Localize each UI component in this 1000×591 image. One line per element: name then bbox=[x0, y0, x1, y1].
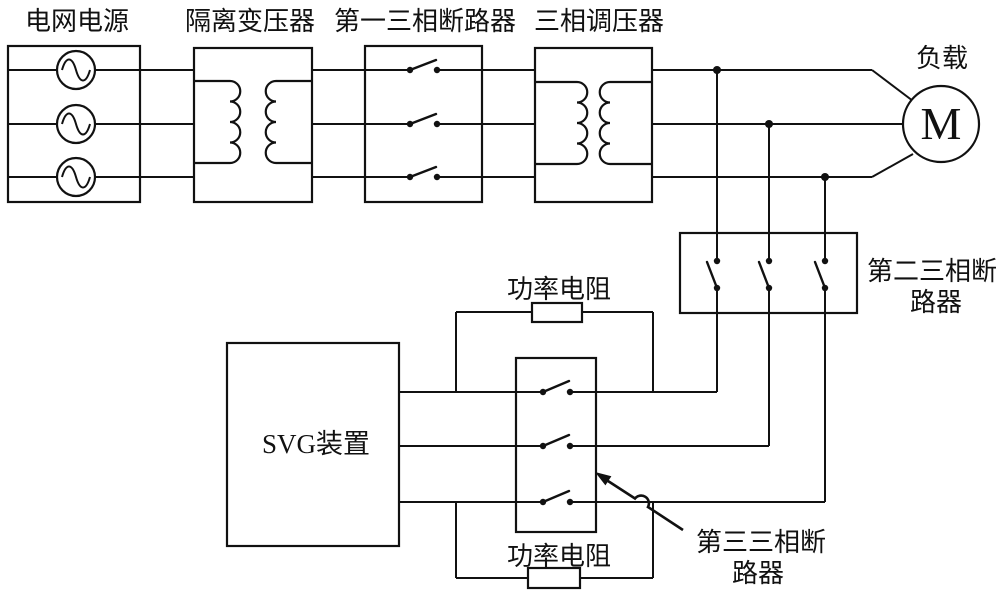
junction-nodes bbox=[713, 66, 829, 181]
label-second-breaker-line1: 第二三相断 bbox=[867, 257, 997, 286]
switch-contact-dot bbox=[713, 284, 721, 292]
switch-contact-dot bbox=[566, 388, 574, 396]
label-svg-device: SVG装置 bbox=[262, 429, 370, 459]
switch-blade-icon bbox=[408, 165, 438, 179]
label-isolation-transformer: 隔离变压器 bbox=[185, 7, 315, 36]
switch-blade-icon bbox=[408, 58, 438, 72]
annotation-arrow bbox=[595, 472, 684, 532]
wire-segment bbox=[871, 69, 914, 102]
phase-wires bbox=[8, 69, 914, 178]
primary-coil-icon bbox=[194, 79, 242, 165]
switch-contact-dot bbox=[433, 173, 441, 181]
switch-contact-dot bbox=[765, 257, 773, 265]
switch-contact-dot bbox=[539, 498, 547, 506]
regulator-coil-left-icon bbox=[535, 80, 589, 166]
switch-contact-dot bbox=[765, 284, 773, 292]
third-three-phase-breaker bbox=[514, 356, 598, 534]
switch-contact-dot bbox=[713, 257, 721, 265]
label-grid-power: 电网电源 bbox=[25, 7, 129, 36]
switch-blade-icon bbox=[705, 260, 719, 290]
resistor-icon bbox=[526, 566, 582, 590]
switch-blade-icon bbox=[541, 489, 571, 504]
label-third-breaker-line1: 第三三相断 bbox=[696, 528, 826, 557]
grid-power-source bbox=[6, 44, 142, 204]
power-resistor-bottom bbox=[455, 502, 654, 590]
first-breaker-box bbox=[363, 44, 484, 204]
label-second-breaker-line2: 路器 bbox=[910, 288, 962, 317]
isolation-transformer bbox=[192, 46, 314, 204]
svg-device bbox=[225, 341, 401, 548]
wire-segment bbox=[821, 173, 829, 181]
label-load: 负载 bbox=[916, 44, 968, 73]
switch-contact-dot bbox=[406, 66, 414, 74]
second-three-phase-breaker bbox=[678, 231, 859, 315]
diagram-labels: 电网电源 隔离变压器 第一三相断路器 三相调压器 负载 第二三相断 路器 功率电… bbox=[25, 7, 997, 588]
regulator-box bbox=[533, 46, 654, 204]
switch-contact-dot bbox=[566, 442, 574, 450]
sine-wave-icon bbox=[61, 165, 91, 189]
arrow-head-icon bbox=[595, 472, 612, 486]
switch-blade-icon bbox=[813, 260, 827, 290]
switch-blade-icon bbox=[757, 260, 771, 290]
motor-load: M bbox=[901, 84, 981, 164]
first-three-phase-breaker bbox=[363, 44, 484, 204]
second-breaker-box bbox=[678, 231, 859, 315]
power-resistor-top bbox=[455, 301, 654, 392]
switch-contact-dot bbox=[821, 284, 829, 292]
third-breaker-box bbox=[514, 356, 598, 534]
motor-letter: M bbox=[921, 98, 962, 149]
label-first-breaker: 第一三相断路器 bbox=[334, 7, 516, 36]
wire-segment bbox=[871, 153, 914, 178]
secondary-coil-icon bbox=[264, 79, 312, 165]
transformer-box bbox=[192, 46, 314, 204]
switch-contact-dot bbox=[406, 173, 414, 181]
switch-blade-icon bbox=[541, 379, 571, 394]
switch-contact-dot bbox=[406, 120, 414, 128]
regulator-coil-right-icon bbox=[598, 80, 652, 166]
switch-contact-dot bbox=[433, 120, 441, 128]
sine-wave-icon bbox=[61, 112, 91, 136]
label-third-breaker-line2: 路器 bbox=[732, 559, 784, 588]
resistor-icon bbox=[530, 301, 584, 324]
sine-wave-icon bbox=[61, 58, 91, 82]
switch-contact-dot bbox=[539, 442, 547, 450]
label-power-resistor-bottom: 功率电阻 bbox=[507, 542, 611, 571]
svg-device-box bbox=[225, 341, 401, 548]
grid-power-box bbox=[6, 44, 142, 204]
branch-drop-wires bbox=[716, 70, 826, 502]
wire-segment bbox=[765, 120, 773, 128]
switch-contact-dot bbox=[566, 498, 574, 506]
switch-contact-dot bbox=[821, 257, 829, 265]
switch-blade-icon bbox=[541, 433, 571, 448]
label-power-resistor-top: 功率电阻 bbox=[507, 275, 611, 304]
switch-blade-icon bbox=[408, 112, 438, 126]
three-phase-voltage-regulator bbox=[533, 46, 654, 204]
switch-contact-dot bbox=[433, 66, 441, 74]
motor-circle-icon bbox=[901, 84, 981, 164]
switch-contact-dot bbox=[539, 388, 547, 396]
arrow-line-icon bbox=[607, 479, 684, 532]
svg-branch-wires bbox=[400, 391, 825, 503]
wire-segment bbox=[713, 66, 721, 74]
label-voltage-regulator: 三相调压器 bbox=[534, 7, 664, 36]
